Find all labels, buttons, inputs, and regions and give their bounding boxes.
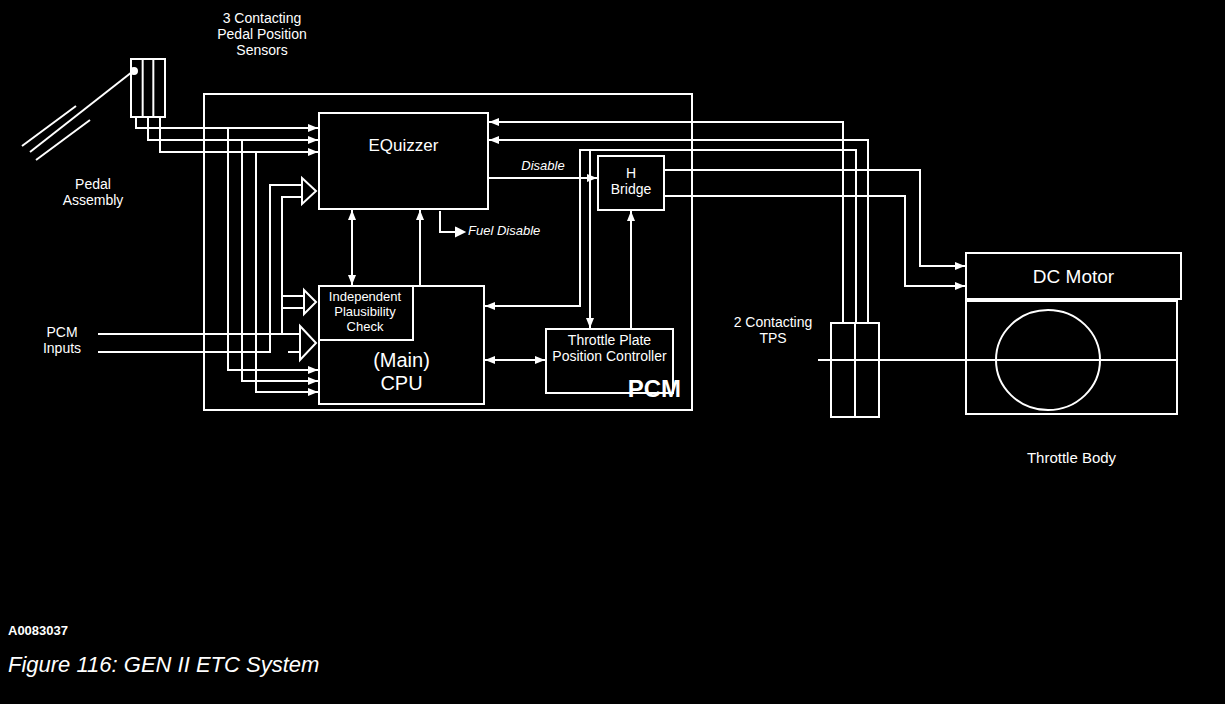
- signal-line: [489, 122, 843, 322]
- input-bus: [282, 307, 304, 309]
- open-arrowhead: [300, 326, 316, 360]
- signal-line: [630, 211, 632, 328]
- signal-line: [665, 196, 965, 286]
- signal-line: [136, 118, 318, 128]
- node-text: DC Motor: [967, 266, 1180, 288]
- controller-box: Throttle Plate Position Controller: [545, 328, 674, 394]
- cpu-box: (Main) CPU Independent Plausibility Check: [318, 285, 485, 405]
- motor-box: DC Motor: [965, 252, 1182, 300]
- input-bus: [282, 295, 304, 297]
- edge-label: Disable: [519, 159, 566, 174]
- pedal-arm: [30, 72, 132, 152]
- open-arrowhead: [304, 290, 316, 314]
- signal-line: [351, 210, 353, 285]
- signal-line: [485, 150, 856, 322]
- open-arrowhead: [302, 178, 316, 204]
- process-box: EQuizzer: [318, 112, 489, 210]
- signal-line: [160, 118, 318, 392]
- text-label: A0083037: [8, 624, 68, 639]
- signal-line: [136, 118, 318, 370]
- throttle-shaft: [818, 359, 1178, 361]
- sensor-divider: [832, 324, 878, 416]
- input-bus: [98, 185, 302, 352]
- arrowhead: [456, 228, 464, 236]
- sensor-divider: [132, 60, 164, 116]
- input-bus: [282, 197, 302, 334]
- signal-line: [160, 118, 318, 152]
- check-box: Independent Plausibility Check: [318, 285, 414, 341]
- input-bus: [288, 351, 300, 353]
- text-label: Pedal Assembly: [58, 176, 128, 208]
- pedal-pad: [36, 120, 90, 160]
- node-text: 3 Contacting Pedal Position Sensors: [210, 10, 314, 58]
- node-text: Independent Plausibility Check: [322, 290, 408, 335]
- figure-caption: Figure 116: GEN II ETC System: [8, 652, 319, 677]
- sensor-block: 3 Contacting Pedal Position Sensors: [130, 58, 166, 118]
- node-text: (Main) CPU: [366, 349, 438, 395]
- node-text: Throttle Plate Position Controller: [547, 332, 672, 364]
- node-text: H Bridge: [605, 165, 657, 197]
- signal-line: [148, 118, 318, 381]
- node-text: Throttle Body: [967, 449, 1176, 466]
- signal-line: [489, 140, 868, 322]
- signal-line: [665, 170, 965, 266]
- throttle-plate: [996, 310, 1100, 410]
- text-label: Fuel Disable: [468, 224, 540, 239]
- node-text: 2 Contacting TPS: [728, 314, 818, 346]
- signal-line: [485, 359, 545, 361]
- signal-line: [590, 150, 856, 328]
- throttle-body: Throttle Body: [965, 300, 1178, 415]
- sensor-block: 2 Contacting TPS: [830, 322, 880, 418]
- driver-box: H Bridge: [597, 155, 665, 211]
- node-text: EQuizzer: [320, 136, 487, 156]
- signal-line: [419, 210, 421, 285]
- text-label: PCM Inputs: [30, 324, 94, 356]
- module-box: PCMEQuizzerH Bridge(Main) CPUIndependent…: [203, 93, 693, 411]
- pedal-pad: [22, 106, 76, 146]
